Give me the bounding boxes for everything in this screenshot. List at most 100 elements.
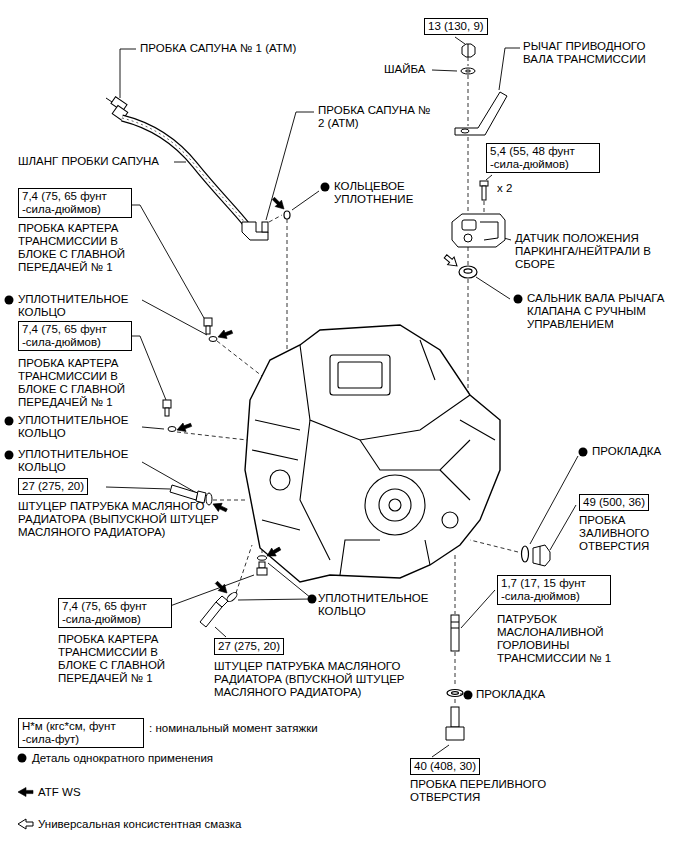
drain-plug [163, 400, 176, 432]
shaft-lever [455, 92, 507, 135]
drain-plug [259, 562, 265, 568]
filler-tube [451, 615, 459, 651]
cooler-union [170, 485, 198, 500]
part-name: ШЛАНГ ПРОБКИ САПУНА [18, 155, 188, 168]
gasket [452, 692, 459, 695]
drain-plug [165, 408, 169, 416]
legend-text: Универсальная консистентная смазка [38, 818, 241, 830]
gasket [522, 546, 529, 562]
part-name: ДАТЧИК ПОЛОЖЕНИЯ ПАРКИНГА/НЕЙТРАЛИ В СБО… [515, 232, 667, 271]
torque-box: 40 (408, 30) [410, 758, 480, 775]
single-use-dot [514, 295, 523, 304]
transmission-case [340, 540, 430, 575]
drain-plug [204, 318, 212, 326]
part-name: ШАЙБА [384, 63, 432, 76]
gasket [447, 690, 463, 697]
leader-line [476, 277, 510, 299]
part-name-text: ШТУЦЕР ПАТРУБКА МАСЛЯНОГО РАДИАТОРА (ВПУ… [214, 660, 405, 698]
leader-line [499, 48, 520, 90]
torque-value: 49 (500, 36) [583, 496, 645, 509]
atf-arrow [211, 500, 228, 514]
torque-value: 1,7 (17, 15 фунт -сила-дюймов) [501, 577, 607, 603]
filler-tube [451, 615, 459, 651]
transmission-case [330, 355, 390, 395]
washer [466, 70, 471, 72]
part-name-text: ПРОБКА КАРТЕРА ТРАНСМИССИИ В БЛОКЕ С ГЛА… [18, 222, 125, 273]
atf-arrow [18, 788, 33, 797]
filler-plug [540, 546, 541, 565]
breather-plug [242, 222, 268, 240]
drain-plug [257, 568, 267, 575]
leader-line [238, 599, 311, 600]
torque-value: 27 (275, 20) [22, 480, 84, 493]
torque-value: 7,4 (75, 65 фунт -сила-дюймов) [62, 600, 168, 626]
transmission-case [252, 420, 300, 530]
transmission-case [360, 440, 470, 470]
atf-arrow [213, 579, 230, 596]
drain-plug [209, 337, 217, 342]
shaft-lever [455, 92, 507, 135]
torque-value: 7,4 (75, 65 фунт -сила-дюймов) [22, 190, 128, 216]
cooler-union [225, 591, 238, 603]
grease-arrow [442, 253, 460, 270]
leader-line [174, 162, 186, 163]
leader-line [530, 456, 578, 544]
part-name-text: x 2 [497, 182, 512, 194]
leader-line [142, 300, 207, 335]
leader-line [550, 505, 576, 550]
bolt [480, 181, 488, 200]
drain-plug [204, 318, 217, 342]
drain-plug [163, 400, 171, 408]
part-name: ПРОКЛАДКА [592, 445, 682, 458]
part-name-text: ДАТЧИК ПОЛОЖЕНИЯ ПАРКИНГА/НЕЙТРАЛИ В СБО… [515, 232, 651, 270]
park-neutral-switch [462, 220, 476, 230]
part-name-text: ПРОБКА САПУНА № 1 (ATM) [140, 42, 296, 54]
assembly-line [470, 540, 518, 552]
breather-hose [122, 118, 246, 224]
breather-hose [122, 118, 246, 224]
leader-line [432, 745, 449, 757]
single-use-dot [321, 183, 330, 192]
part-name: КОЛЬЦЕВОЕ УПЛОТНЕНИЕ [334, 180, 444, 206]
torque-box: 27 (275, 20) [18, 478, 88, 495]
transmission-case [300, 345, 470, 440]
part-name: УПЛОТНИТЕЛЬНОЕ КОЛЬЦО [18, 414, 148, 440]
drain-plug [206, 326, 210, 334]
torque-box: 7,4 (75, 65 фунт -сила-дюймов) [18, 321, 132, 351]
transmission-case [379, 489, 411, 521]
breather-plug [242, 222, 268, 240]
legend-text: ATF WS [38, 786, 81, 798]
atf-arrow [270, 195, 287, 212]
assembly-line [177, 57, 518, 706]
cooler-union [216, 596, 228, 607]
assembly-line [455, 652, 456, 686]
nut [468, 44, 469, 57]
torque-value: 7,4 (75, 65 фунт -сила-дюймов) [22, 323, 128, 349]
transmission-case [245, 325, 500, 582]
part-name: САЛЬНИК ВАЛА РЫЧАГА КЛАПАНА С РУЧНЫМ УПР… [527, 292, 669, 331]
overflow-plug [446, 707, 464, 740]
assembly-line [484, 201, 485, 213]
part-name-text: САЛЬНИК ВАЛА РЫЧАГА КЛАПАНА С РУЧНЫМ УПР… [527, 292, 664, 330]
leader-line [170, 575, 254, 606]
single-use-dot [308, 595, 317, 604]
gasket [447, 690, 463, 697]
leader-line [432, 70, 457, 71]
atf-arrow [175, 195, 287, 596]
leader-line [455, 37, 465, 44]
filler-tube [451, 622, 459, 628]
leader-line [142, 427, 164, 429]
part-name: ШТУЦЕР ПАТРУБКА МАСЛЯНОГО РАДИАТОРА (ВЫП… [18, 500, 243, 539]
torque-value: 40 (408, 30) [414, 760, 476, 773]
assembly-line [468, 137, 469, 212]
filler-plug [533, 545, 550, 566]
grease-arrow [18, 819, 33, 829]
breather-hose [122, 118, 246, 224]
breather-plug [106, 98, 112, 102]
part-name: ПРОКЛАДКА [476, 688, 566, 701]
transmission-case [338, 362, 382, 388]
assembly-line [468, 57, 469, 66]
park-neutral-switch [452, 214, 505, 247]
transmission-case [270, 470, 290, 490]
